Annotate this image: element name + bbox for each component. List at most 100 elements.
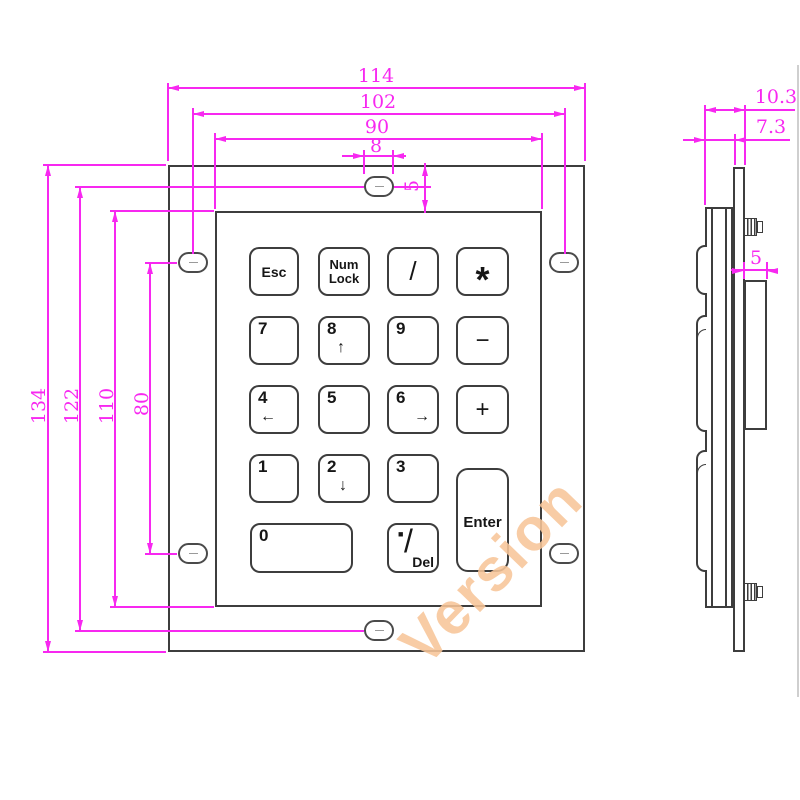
dim-text-rear-boss-depth: 5 xyxy=(749,247,763,269)
key-8-up-arrow-icon: ↑ xyxy=(337,339,345,356)
dim-arrow xyxy=(147,543,153,554)
extension-line xyxy=(744,105,746,165)
hole-center-mark xyxy=(560,262,569,263)
dim-arrow xyxy=(422,165,428,176)
hole-center-mark xyxy=(189,553,198,554)
dim-text-corner-hole-spacing: 80 xyxy=(131,391,153,417)
dim-arrow xyxy=(393,153,404,159)
extension-line xyxy=(167,83,169,161)
key-4: 4 ← xyxy=(249,385,299,434)
key-5-label: 5 xyxy=(327,388,337,407)
key-6: 6 → xyxy=(387,385,439,434)
key-numlock: Num Lock xyxy=(318,247,370,296)
key-numlock-line2: Lock xyxy=(328,270,360,286)
key-0-label: 0 xyxy=(259,526,269,545)
key-2-label: 2 xyxy=(327,457,337,476)
key-4-left-arrow-icon: ← xyxy=(260,408,276,425)
hole-center-mark xyxy=(560,553,569,554)
key-8-label: 8 xyxy=(327,319,337,338)
key-6-label: 6 xyxy=(396,388,406,407)
dim-arrow xyxy=(112,596,118,607)
extension-line xyxy=(214,133,216,209)
dim-arrow xyxy=(353,153,364,159)
key-decimal-del: ■ / Del xyxy=(387,523,439,573)
dim-arrow xyxy=(734,107,745,113)
extension-line xyxy=(564,108,566,254)
dim-text-body-depth: 7.3 xyxy=(755,116,787,138)
dim-text-hole-span-height: 122 xyxy=(61,387,83,425)
hole-center-mark xyxy=(189,262,198,263)
key-6-right-arrow-icon: → xyxy=(414,408,430,425)
key-1: 1 xyxy=(249,454,299,503)
extension-line xyxy=(110,606,214,608)
key-del-square-icon: ■ xyxy=(398,529,404,539)
key-7-label: 7 xyxy=(258,319,268,338)
side-view-body-layer-line xyxy=(725,209,727,606)
key-8: 8 ↑ xyxy=(318,316,370,365)
dim-text-slot-offset: 5 xyxy=(401,179,423,193)
side-view-mounting-stud-bottom xyxy=(744,583,757,601)
key-2-down-arrow-icon: ↓ xyxy=(339,477,347,494)
side-view-key-profile-row1 xyxy=(696,245,707,295)
extension-line xyxy=(145,262,177,264)
side-view-body xyxy=(705,207,733,608)
key-2: 2 ↓ xyxy=(318,454,370,503)
dim-arrow xyxy=(574,85,585,91)
extension-line xyxy=(75,186,364,188)
dim-text-overall-width: 114 xyxy=(357,65,395,87)
dim-line-5 xyxy=(424,163,426,213)
side-view-body-layer-line xyxy=(711,209,713,606)
dim-line-122 xyxy=(79,187,81,631)
dim-text-keypad-width: 90 xyxy=(364,116,390,138)
extension-line xyxy=(734,134,736,165)
extension-line xyxy=(704,105,706,205)
sheet-edge-line xyxy=(797,65,799,697)
dim-arrow xyxy=(735,137,746,143)
side-view-rear-connector xyxy=(744,280,767,430)
side-view-stud-tip-bottom xyxy=(757,586,763,598)
key-divide-label: / xyxy=(409,256,417,286)
dim-arrow xyxy=(422,200,428,211)
key-esc: Esc xyxy=(249,247,299,296)
side-view-key-profile-mid xyxy=(696,315,707,432)
dim-arrow xyxy=(554,111,565,117)
extension-line xyxy=(110,210,214,212)
extension-line xyxy=(43,651,166,653)
dim-text-overall-height: 134 xyxy=(28,387,50,425)
key-enter: Enter xyxy=(456,468,509,572)
extension-line xyxy=(394,186,431,188)
extension-line xyxy=(145,553,177,555)
key-9-label: 9 xyxy=(396,319,406,338)
dim-text-keypad-height: 110 xyxy=(96,387,118,425)
key-divide: / xyxy=(387,247,439,296)
dim-arrow xyxy=(705,107,716,113)
dim-text-slot-width: 8 xyxy=(369,135,383,157)
dim-arrow xyxy=(732,268,743,274)
key-multiply-label: * xyxy=(475,258,490,300)
dim-line-90 xyxy=(215,138,542,140)
key-del-slash-icon: / xyxy=(404,523,413,559)
side-view-key-profile-arc xyxy=(697,329,706,341)
dim-line-102 xyxy=(193,113,565,115)
key-9: 9 xyxy=(387,316,439,365)
hole-center-mark xyxy=(375,186,384,187)
key-0: 0 xyxy=(250,523,353,573)
key-4-label: 4 xyxy=(258,388,268,407)
key-7: 7 xyxy=(249,316,299,365)
key-3: 3 xyxy=(387,454,439,503)
key-minus-label: − xyxy=(475,326,490,354)
dim-line-5-side xyxy=(731,269,778,271)
key-esc-label: Esc xyxy=(261,263,287,280)
dim-arrow xyxy=(45,641,51,652)
dim-line-134 xyxy=(47,165,49,652)
dim-text-hole-span-width: 102 xyxy=(359,91,397,113)
key-numlock-line1: Num xyxy=(329,256,359,272)
dim-line-80 xyxy=(149,263,151,554)
extension-line xyxy=(43,164,166,166)
hole-center-mark xyxy=(375,630,384,631)
extension-line xyxy=(392,150,394,174)
dim-line-114 xyxy=(168,87,585,89)
extension-line xyxy=(192,108,194,254)
dim-line-10-3 xyxy=(705,109,795,111)
